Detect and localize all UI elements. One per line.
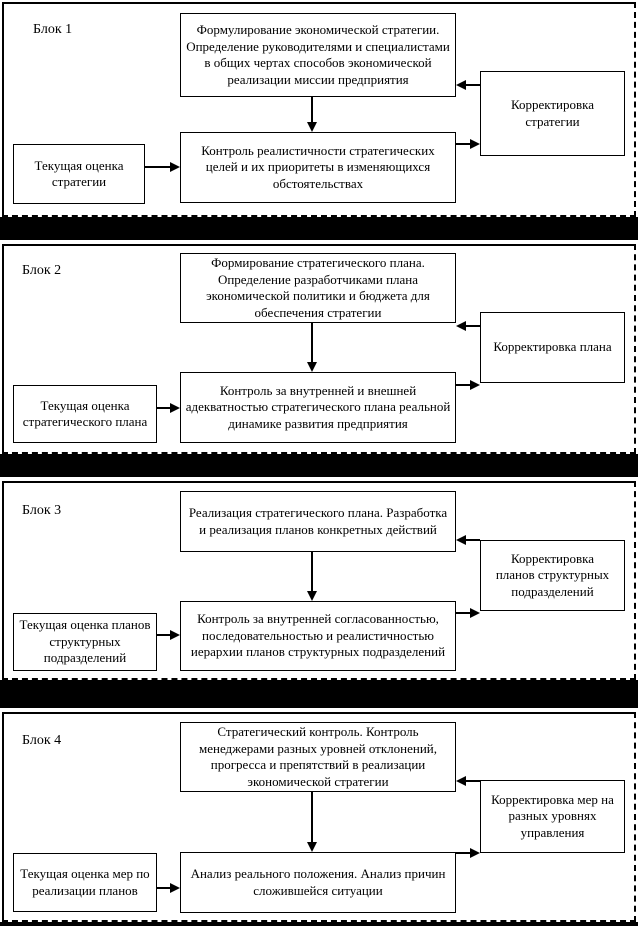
formulation-box: Реализация стратегического плана. Разраб… xyxy=(180,491,456,552)
arrow-left-head xyxy=(456,80,466,90)
arrow-right-head xyxy=(170,630,180,640)
arrow-control-to-correction xyxy=(456,143,470,145)
arrow-right-head xyxy=(170,162,180,172)
section-block-3: Блок 3 Реализация стратегического плана.… xyxy=(2,481,636,680)
correction-box: Корректировка планов структурных подразд… xyxy=(480,540,625,611)
block-label: Блок 2 xyxy=(22,263,62,278)
formulation-box: Стратегический контроль. Контроль менедж… xyxy=(180,722,456,792)
formulation-box: Формирование стратегического плана. Опре… xyxy=(180,253,456,323)
arrow-control-to-correction xyxy=(456,384,470,386)
arrow-evaluation-to-control xyxy=(157,634,170,636)
correction-box: Корректировка стратегии xyxy=(480,71,625,156)
arrow-left-head xyxy=(456,776,466,786)
correction-box: Корректировка мер на разных уровнях упра… xyxy=(480,780,625,853)
section-block-1: Блок 1 Формулирование экономической стра… xyxy=(2,2,636,217)
arrow-evaluation-to-control xyxy=(157,887,170,889)
arrow-correction-to-formulation xyxy=(466,325,480,327)
arrow-down-head xyxy=(307,591,317,601)
section-separator xyxy=(0,922,638,926)
correction-box: Корректировка плана xyxy=(480,312,625,383)
arrow-down-head xyxy=(307,362,317,372)
block-label: Блок 4 xyxy=(22,733,62,748)
block-label: Блок 3 xyxy=(22,503,62,518)
evaluation-box: Текущая оценка планов структурных подраз… xyxy=(13,613,157,671)
arrow-formulation-to-control xyxy=(311,792,313,842)
control-box: Контроль за внутренней и внешней адекват… xyxy=(180,372,456,443)
arrow-down-head xyxy=(307,842,317,852)
evaluation-box: Текущая оценка стратегического плана xyxy=(13,385,157,443)
section-separator xyxy=(0,454,638,477)
section-block-4: Блок 4 Стратегический контроль. Контроль… xyxy=(2,712,636,922)
control-box: Анализ реального положения. Анализ причи… xyxy=(180,852,456,913)
section-block-2: Блок 2 Формирование стратегического план… xyxy=(2,244,636,454)
arrow-formulation-to-control xyxy=(311,97,313,122)
arrow-control-to-correction xyxy=(456,612,470,614)
control-box: Контроль за внутренней согласованностью,… xyxy=(180,601,456,671)
arrow-formulation-to-control xyxy=(311,552,313,591)
arrow-formulation-to-control xyxy=(311,323,313,362)
arrow-evaluation-to-control xyxy=(145,166,170,168)
section-separator xyxy=(0,217,638,240)
arrow-correction-to-formulation xyxy=(466,84,480,86)
arrow-right-head xyxy=(170,403,180,413)
arrow-right-head xyxy=(470,139,480,149)
evaluation-box: Текущая оценка мер по реализации планов xyxy=(13,853,157,912)
arrow-down-head xyxy=(307,122,317,132)
block-label: Блок 1 xyxy=(33,22,73,37)
arrow-correction-to-formulation xyxy=(466,539,480,541)
arrow-right-head xyxy=(170,883,180,893)
arrow-right-head xyxy=(470,848,480,858)
control-box: Контроль реалистичности стратегических ц… xyxy=(180,132,456,203)
arrow-left-head xyxy=(456,535,466,545)
arrow-correction-to-formulation xyxy=(466,780,480,782)
evaluation-box: Текущая оценка стратегии xyxy=(13,144,145,204)
arrow-left-head xyxy=(456,321,466,331)
arrow-right-head xyxy=(470,608,480,618)
arrow-evaluation-to-control xyxy=(157,407,170,409)
arrow-control-to-correction xyxy=(456,852,470,854)
section-separator xyxy=(0,680,638,708)
arrow-right-head xyxy=(470,380,480,390)
formulation-box: Формулирование экономической стратегии. … xyxy=(180,13,456,97)
